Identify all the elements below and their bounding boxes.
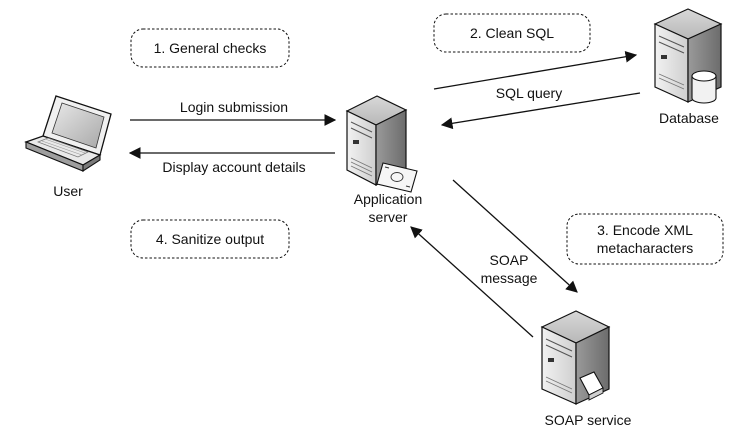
database-node: Database — [653, 8, 723, 126]
step-clean-sql-label: 2. Clean SQL — [470, 25, 554, 41]
arrows — [128, 50, 641, 338]
flow-soap-message-label-1: SOAP — [490, 252, 529, 268]
arrow-from-soap — [410, 226, 534, 338]
app-server-label-1: Application — [354, 191, 423, 207]
user-node: User — [24, 95, 112, 199]
database-cylinder-icon — [691, 70, 717, 104]
document-icon — [579, 371, 604, 401]
user-label: User — [53, 183, 83, 199]
step-encode-xml-label-2: metacharacters — [597, 240, 693, 256]
app-server-label-2: server — [369, 209, 408, 225]
step-general-checks: 1. General checks — [130, 28, 290, 68]
step-clean-sql: 2. Clean SQL — [433, 13, 591, 53]
soap-service-node: SOAP service — [540, 310, 632, 428]
arrow-to-database — [433, 50, 638, 90]
flow-display-account-label: Display account details — [162, 159, 305, 175]
money-note-icon — [376, 162, 418, 193]
flow-login-submission-label: Login submission — [180, 99, 288, 115]
step-encode-xml: 3. Encode XML metacharacters — [566, 213, 724, 265]
step-encode-xml-label-1: 3. Encode XML — [597, 222, 693, 238]
laptop-icon — [24, 95, 112, 173]
flow-sql-query-label: SQL query — [496, 85, 562, 101]
app-server-node: Application server — [345, 95, 423, 225]
arrow-from-database — [440, 92, 641, 130]
flow-soap-message-label-2: message — [481, 270, 538, 286]
step-sanitize-output: 4. Sanitize output — [130, 219, 290, 259]
step-general-checks-label: 1. General checks — [154, 40, 267, 56]
step-sanitize-output-label: 4. Sanitize output — [156, 231, 264, 247]
arrow-to-soap — [452, 179, 578, 293]
soap-service-label: SOAP service — [545, 412, 632, 428]
database-label: Database — [659, 110, 719, 126]
